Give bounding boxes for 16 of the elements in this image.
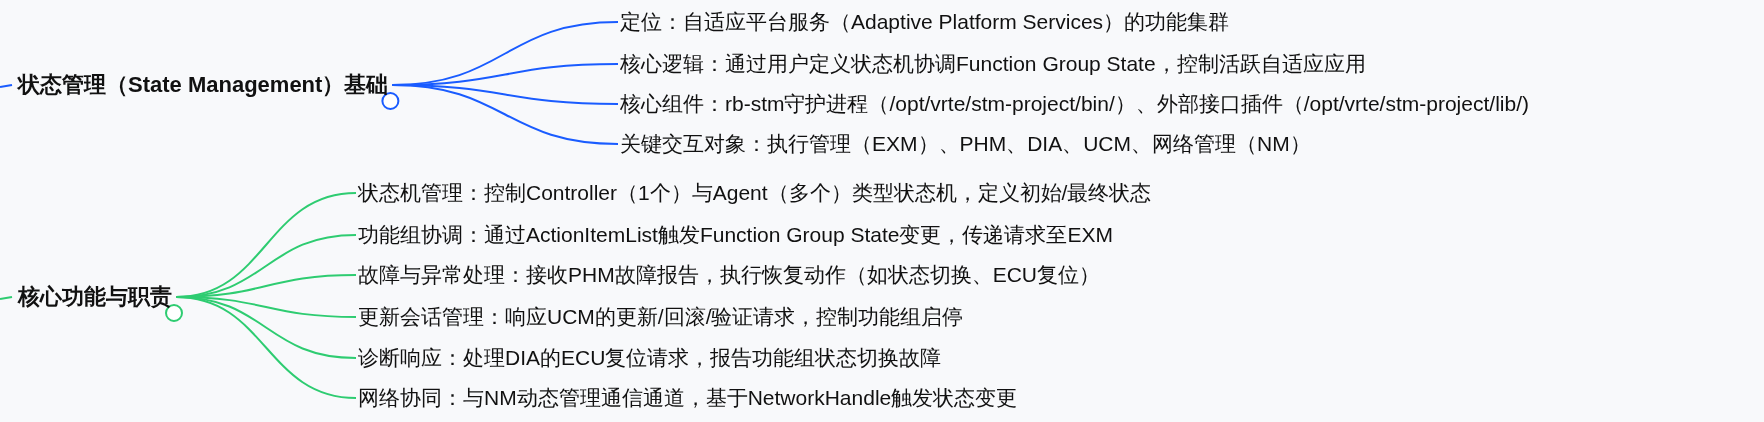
leaf-topic: 功能组协调：通过ActionItemList触发Function Group State变更，传递请求至EXM xyxy=(358,222,1113,248)
branch-line xyxy=(0,84,13,88)
leaf-topic: 核心组件：rb-stm守护进程（/opt/vrte/stm-project/bin/）、外部接口插件（/opt/vrte/stm-project/lib/) xyxy=(620,91,1529,117)
leaf-topic: 故障与异常处理：接收PHM故障报告，执行恢复动作（如状态切换、ECU复位） xyxy=(358,262,1100,288)
leaf-topic: 诊断响应：处理DIA的ECU复位请求，报告功能组状态切换故障 xyxy=(358,345,942,371)
branch-topic: 核心功能与职责 xyxy=(18,284,172,310)
branch-line xyxy=(175,296,357,399)
branch-line xyxy=(391,84,619,145)
leaf-topic: 核心逻辑：通过用户定义状态机协调Function Group State，控制活跃自适应应用 xyxy=(620,51,1366,77)
leaf-topic: 更新会话管理：响应UCM的更新/回滚/验证请求，控制功能组启停 xyxy=(358,304,964,330)
branch-topic: 状态管理（State Management）基础 xyxy=(18,72,389,98)
leaf-topic: 网络协同：与NM动态管理通信通道，基于NetworkHandle触发状态变更 xyxy=(358,385,1018,411)
leaf-topic: 定位：自适应平台服务（Adaptive Platform Services）的功能集群 xyxy=(620,9,1230,35)
branch-line xyxy=(0,296,13,300)
leaf-topic: 状态机管理：控制Controller（1个）与Agent（多个）类型状态机，定义初始/最终状态 xyxy=(358,180,1152,206)
leaf-topic: 关键交互对象：执行管理（EXM）、PHM、DIA、UCM、网络管理（NM） xyxy=(620,131,1311,157)
